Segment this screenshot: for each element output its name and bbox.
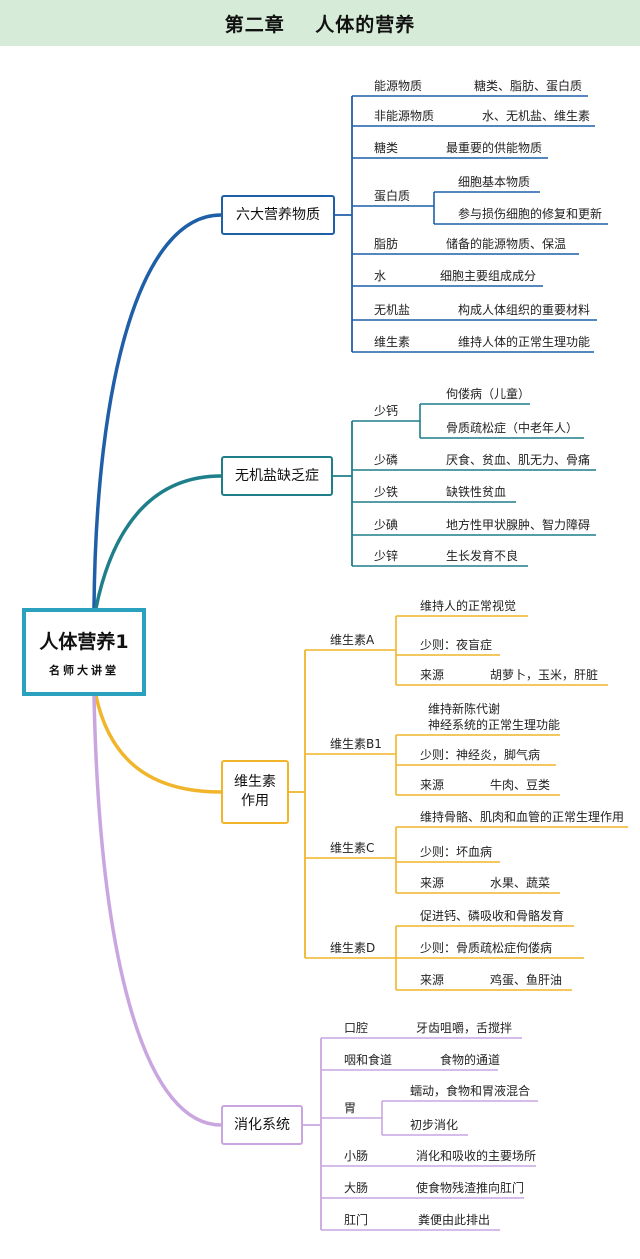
branch-vitamins-label-line2: 作用 <box>241 793 269 809</box>
digestion-name-5: 肛门 <box>344 1212 368 1227</box>
curve-minerals <box>94 474 223 610</box>
vitamin-function-1-line1: 维持新陈代谢 <box>428 701 500 716</box>
mineral-detail-2: 缺铁性贫血 <box>446 484 506 499</box>
mineral-calcium-name: 少钙 <box>374 404 398 418</box>
page-title: 第二章 人体的营养 <box>224 13 416 36</box>
mineral-detail-3: 地方性甲状腺肿、智力障碍 <box>446 517 590 532</box>
digestion-name-4: 大肠 <box>344 1181 368 1195</box>
branch-digestion: 消化系统 <box>221 1105 303 1145</box>
vitamin-deficiency-0: 少则：夜盲症 <box>420 637 492 652</box>
vitamin-source-1: 牛肉、豆类 <box>490 777 550 792</box>
calcium-detail-1: 佝偻病（儿童） <box>446 386 530 401</box>
digestion-name-1: 咽和食道 <box>344 1052 392 1067</box>
vitamin-function-0: 维持人的正常视觉 <box>420 598 516 613</box>
nutrient-name-2: 糖类 <box>374 140 398 155</box>
branch-vitamins-label-line1: 维生素 <box>234 774 276 790</box>
vitamin-name-0: 维生素A <box>330 633 375 647</box>
vitamin-source-0: 胡萝卜，玉米，肝脏 <box>490 667 598 682</box>
digestion-name-0: 口腔 <box>344 1020 368 1035</box>
vitamin-source-2: 水果、蔬菜 <box>490 876 550 890</box>
digestion-detail-1: 食物的通道 <box>440 1052 500 1067</box>
nutrient-detail-0: 糖类、脂肪、蛋白质 <box>474 78 582 93</box>
nutrient-detail-4: 储备的能源物质、保温 <box>446 236 566 251</box>
branch-digestion-label: 消化系统 <box>234 1116 290 1133</box>
vitamin-name-3: 维生素D <box>330 941 375 955</box>
vitamin-source-label-0: 来源 <box>420 668 444 682</box>
stomach-detail-2: 初步消化 <box>410 1118 458 1132</box>
nutrient-name-5: 水 <box>374 269 386 283</box>
branch-nutrients-label: 六大营养物质 <box>236 206 320 223</box>
nutrient-protein-name: 蛋白质 <box>374 188 410 203</box>
mineral-name-3: 少碘 <box>374 518 398 532</box>
nutrient-name-4: 脂肪 <box>374 236 398 251</box>
branch-vitamins: 维生素 作用 <box>221 760 289 824</box>
curve-vitamins <box>94 694 223 794</box>
curve-digestion <box>92 694 223 1127</box>
nutrient-detail-6: 构成人体组织的重要材料 <box>458 302 590 317</box>
calcium-detail-2: 骨质疏松症（中老年人） <box>446 420 578 435</box>
branch-minerals-label: 无机盐缺乏症 <box>235 467 319 484</box>
vitamin-function-1-line2: 神经系统的正常生理功能 <box>428 717 560 732</box>
nutrient-name-1: 非能源物质 <box>374 109 434 123</box>
stomach-detail-1: 蠕动，食物和胃液混合 <box>410 1083 530 1098</box>
vitamin-function-2: 维持骨骼、肌肉和血管的正常生理作用 <box>420 809 624 824</box>
protein-detail-2: 参与损伤细胞的修复和更新 <box>458 206 602 221</box>
root-subtitle: 名师大讲堂 <box>49 663 119 677</box>
mineral-detail-1: 厌食、贫血、肌无力、骨痛 <box>446 452 590 467</box>
vitamin-function-3: 促进钙、磷吸收和骨骼发育 <box>420 908 564 923</box>
digestion-detail-3: 消化和吸收的主要场所 <box>416 1148 536 1163</box>
mineral-detail-4: 生长发育不良 <box>446 548 518 563</box>
mineral-name-4: 少锌 <box>374 549 398 563</box>
digestion-detail-4: 使食物残渣推向肛门 <box>416 1180 524 1195</box>
mineral-name-2: 少铁 <box>374 485 398 499</box>
page-header: 第二章 人体的营养 <box>0 0 640 46</box>
nutrient-detail-5: 细胞主要组成成分 <box>440 269 536 283</box>
vitamin-source-label-2: 来源 <box>420 876 444 890</box>
branch-minerals: 无机盐缺乏症 <box>221 456 333 496</box>
vitamin-name-1: 维生素B1 <box>330 737 382 751</box>
digestion-name-3: 小肠 <box>344 1149 368 1163</box>
nutrient-detail-7: 维持人体的正常生理功能 <box>458 334 590 349</box>
root-node: 人体营养1 名师大讲堂 <box>22 608 146 696</box>
nutrient-name-6: 无机盐 <box>374 303 410 317</box>
mineral-name-1: 少磷 <box>374 452 398 467</box>
digestion-detail-0: 牙齿咀嚼，舌搅拌 <box>416 1020 512 1035</box>
digestion-detail-5: 粪便由此排出 <box>418 1213 490 1227</box>
nutrient-name-7: 维生素 <box>374 335 410 349</box>
vitamin-source-label-1: 来源 <box>420 778 444 792</box>
vitamin-deficiency-3: 少则：骨质疏松症佝偻病 <box>420 940 552 955</box>
curve-nutrients <box>92 213 223 610</box>
branch-nutrients: 六大营养物质 <box>221 195 335 235</box>
protein-detail-1: 细胞基本物质 <box>458 175 530 189</box>
nutrient-detail-2: 最重要的供能物质 <box>446 140 542 155</box>
vitamin-source-label-3: 来源 <box>420 973 444 987</box>
nutrient-name-0: 能源物质 <box>374 79 422 93</box>
digestion-stomach-name: 胃 <box>344 1101 356 1115</box>
vitamin-deficiency-2: 少则：坏血病 <box>420 844 492 859</box>
vitamin-deficiency-1: 少则：神经炎，脚气病 <box>420 747 540 762</box>
nutrient-detail-1: 水、无机盐、维生素 <box>482 109 590 123</box>
vitamin-source-3: 鸡蛋、鱼肝油 <box>490 972 562 987</box>
branch-vitamins-label: 维生素 作用 <box>234 773 276 811</box>
vitamin-name-2: 维生素C <box>330 841 374 855</box>
root-title: 人体营养1 <box>39 630 129 653</box>
